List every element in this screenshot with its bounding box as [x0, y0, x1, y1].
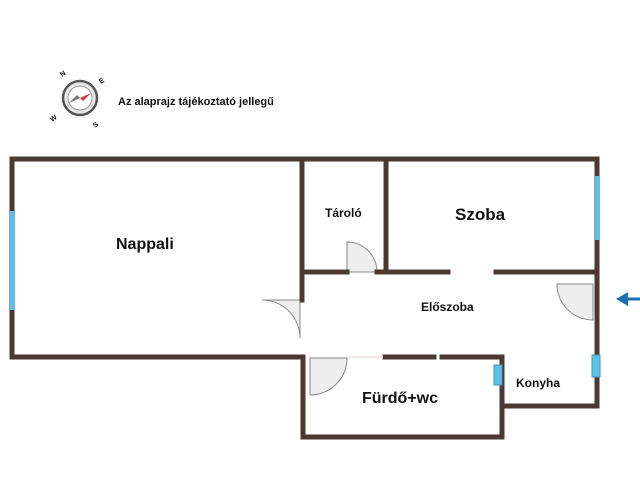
window-nappali	[10, 211, 15, 310]
door-tarolo	[346, 241, 378, 273]
room-label-szoba: Szoba	[455, 205, 506, 224]
windows	[10, 176, 601, 386]
compass-label-n: N	[59, 70, 67, 79]
window-furdo	[493, 364, 503, 386]
walls	[9, 156, 600, 440]
door-entrance	[556, 283, 594, 321]
room-label-nappali: Nappali	[116, 236, 174, 253]
entrance-arrow-icon	[616, 292, 640, 306]
room-label-eloszoba: Előszoba	[421, 300, 474, 314]
window-konyha	[591, 354, 601, 378]
door-furdo	[309, 357, 348, 396]
door-nappali	[261, 299, 301, 339]
disclaimer-note: Az alaprajz tájékoztató jellegű	[118, 96, 274, 108]
compass-icon: N E S W	[49, 70, 106, 130]
room-label-furdo: Fürdő+wc	[362, 390, 438, 407]
compass-label-e: E	[98, 77, 106, 86]
compass-label-s: S	[92, 121, 100, 130]
room-label-tarolo: Tároló	[325, 206, 362, 220]
compass-label-w: W	[49, 114, 59, 124]
window-szoba	[595, 176, 600, 240]
room-label-konyha: Konyha	[516, 376, 560, 390]
